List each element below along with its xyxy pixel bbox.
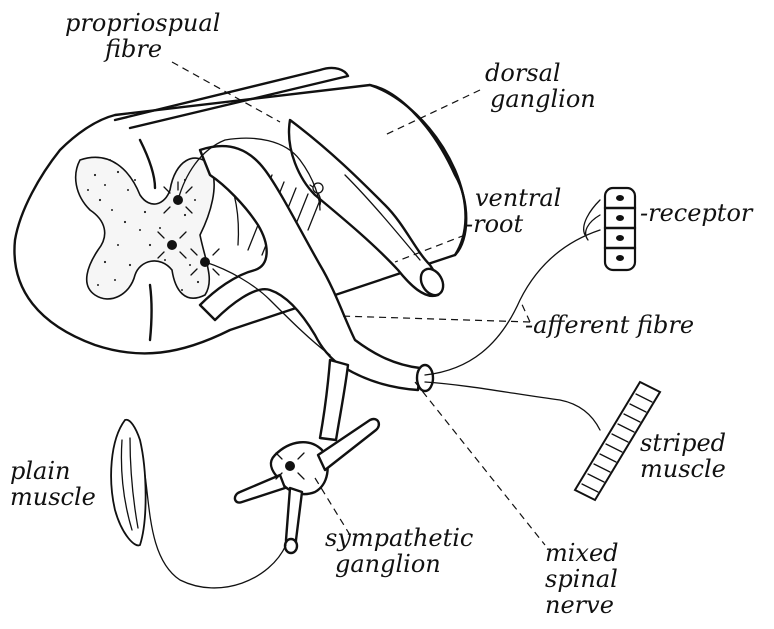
label-sympathetic-line2: ganglion — [325, 551, 473, 577]
label-dorsal-ganglion: dorsal ganglion — [480, 60, 596, 112]
label-striped-muscle: striped muscle — [640, 430, 726, 482]
label-striped-line1: striped — [640, 430, 726, 456]
label-dorsal-line1: dorsal — [480, 60, 596, 86]
plain-muscle — [111, 420, 146, 546]
label-afferent-fibre: -afferent fibre — [525, 312, 694, 338]
label-striped-line2: muscle — [640, 456, 726, 482]
label-mixed-line1: mixed — [545, 540, 619, 566]
label-mixed-line3: nerve — [545, 592, 619, 618]
spinal-cord-body — [14, 68, 466, 353]
label-ventral-line2: -root — [465, 211, 561, 237]
receptor-cells — [605, 188, 635, 270]
label-plain-line1: plain — [10, 458, 96, 484]
label-plain-muscle: plain muscle — [10, 458, 96, 510]
label-dorsal-line2: ganglion — [480, 86, 596, 112]
label-ventral-line1: ventral — [465, 185, 561, 211]
label-sympathetic-line1: sympathetic — [325, 525, 473, 551]
label-mixed-line2: spinal — [545, 566, 619, 592]
label-propriospinal-line1: propriospual — [65, 10, 220, 36]
label-propriospinal-line2: fibre — [65, 36, 220, 62]
label-mixed-spinal-nerve: mixed spinal nerve — [545, 540, 619, 618]
label-plain-line2: muscle — [10, 484, 96, 510]
label-ventral-root: ventral -root — [465, 185, 561, 237]
label-receptor: -receptor — [640, 200, 752, 226]
label-propriospinal-fibre: propriospual fibre — [65, 10, 220, 62]
label-sympathetic-ganglion: sympathetic ganglion — [325, 525, 473, 577]
